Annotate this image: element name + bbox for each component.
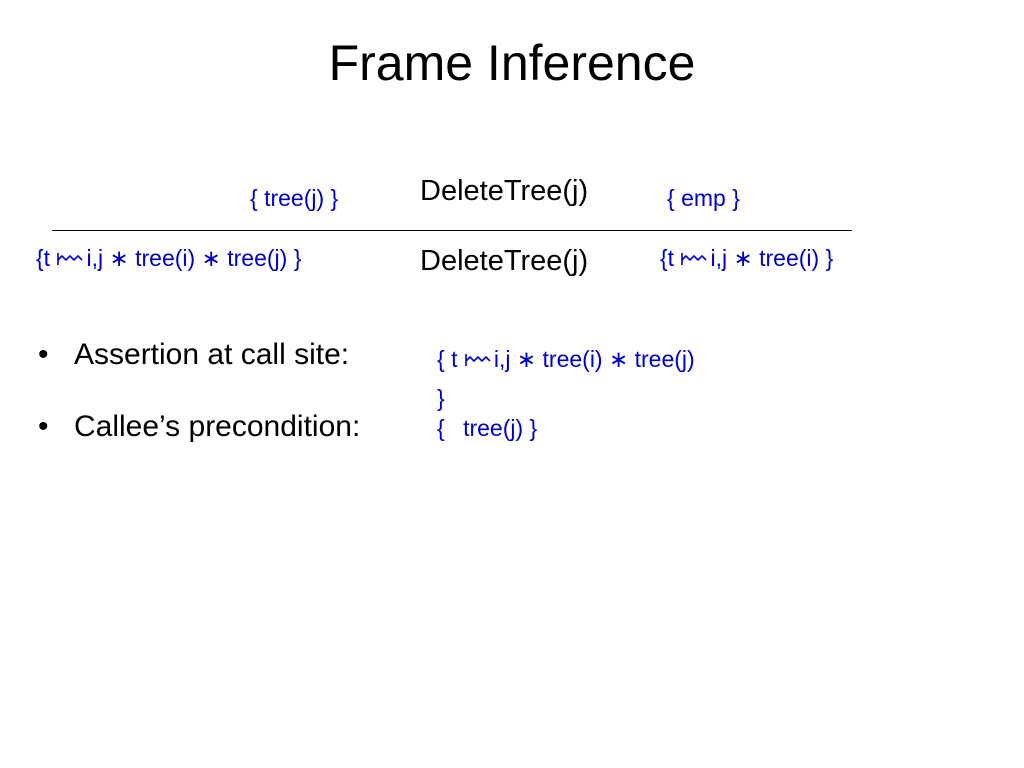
premise-command: DeleteTree(j)	[420, 175, 589, 207]
conclusion-postcondition: {t i,j ∗ tree(i) }	[660, 245, 834, 271]
inference-rule-line	[52, 230, 852, 231]
premise-precondition: { tree(j) }	[250, 185, 339, 211]
conclusion-command: DeleteTree(j)	[420, 245, 589, 277]
bullet-dot-icon: •	[38, 338, 49, 371]
call-site-assertion-close: }	[437, 385, 445, 411]
points-to-icon	[57, 253, 84, 265]
bullet-dot-icon: •	[38, 410, 49, 443]
bullet-item-precondition: •Callee’s precondition:	[38, 407, 360, 447]
points-to-icon	[681, 253, 708, 265]
bullet-item-assertion: •Assertion at call site:	[38, 335, 349, 375]
callee-precondition: { tree(j) }	[437, 415, 538, 441]
slide-title: Frame Inference	[328, 35, 696, 91]
premise-postcondition: { emp }	[667, 185, 740, 211]
call-site-assertion: { t i,j ∗ tree(i) ∗ tree(j)	[437, 346, 695, 372]
conclusion-precondition: {t i,j ∗ tree(i) ∗ tree(j) }	[36, 245, 302, 271]
points-to-icon	[465, 354, 491, 366]
